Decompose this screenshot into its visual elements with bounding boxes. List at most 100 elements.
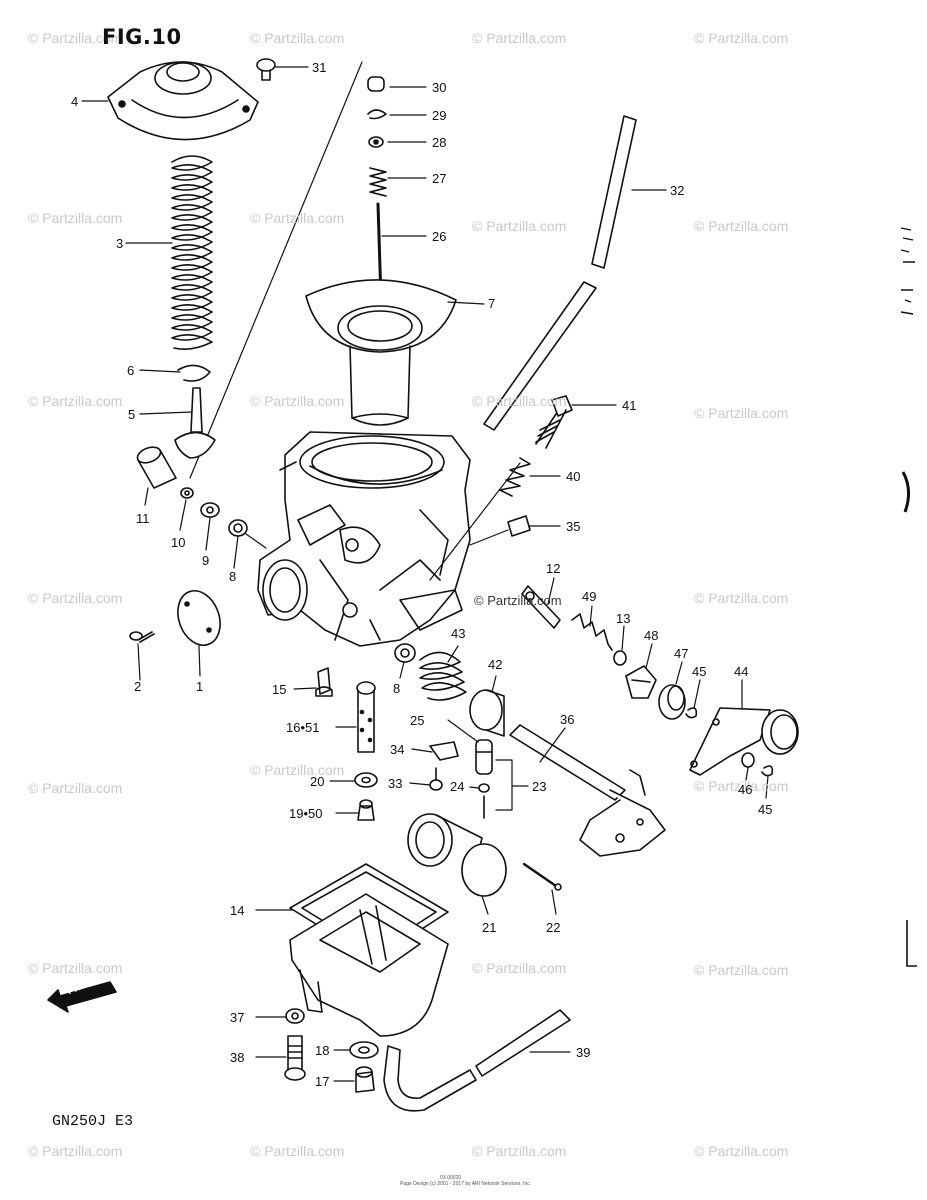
callout-31: 31: [312, 60, 327, 75]
callout-14: 14: [230, 903, 245, 918]
part-11-cap: [136, 446, 177, 489]
part-49-spring: [571, 613, 613, 651]
callout-30: 30: [432, 80, 447, 95]
callout-12: 12: [546, 561, 561, 576]
callout-27: 27: [432, 171, 447, 186]
callout-33: 33: [388, 776, 403, 791]
part-15-screw: [315, 667, 333, 697]
part-47-spacer: [658, 684, 686, 720]
part-37-washer: [285, 1008, 305, 1024]
callout-42: 42: [488, 657, 503, 672]
part-28-washer: [368, 136, 384, 148]
callout-41: 41: [622, 398, 637, 413]
part-25-valve: [475, 739, 493, 775]
part-42-cylinder: [469, 689, 505, 737]
part-32-tube: [483, 115, 637, 431]
part-29-clip: [367, 109, 387, 120]
callout-4: 4: [71, 94, 79, 109]
part-45-clip-upper: [685, 707, 698, 719]
part-21-floats: [407, 813, 507, 897]
guide-line: [189, 61, 363, 479]
part-43-spring: [419, 651, 467, 701]
part-44-lever: [689, 707, 799, 776]
callout-44: 44: [734, 664, 749, 679]
callout-1: 1: [196, 679, 204, 694]
callout-24: 24: [450, 779, 465, 794]
part-9-washer: [200, 502, 220, 518]
callout-8-upper: 8: [229, 569, 237, 584]
model-label: GN250J E3: [52, 1113, 134, 1130]
callout-29: 29: [432, 108, 447, 123]
part-48-plug: [625, 665, 657, 699]
callout-46: 46: [738, 782, 753, 797]
callout-45-upper: 45: [692, 664, 707, 679]
part-30-cap: [367, 76, 385, 92]
callout-43: 43: [451, 626, 466, 641]
callout-18: 18: [315, 1043, 330, 1058]
scan-edge-marks: [900, 227, 917, 967]
part-20-washer: [354, 772, 378, 788]
callout-49: 49: [582, 589, 597, 604]
part-19-50-jet: [357, 799, 375, 821]
callout-34: 34: [390, 742, 405, 757]
figure-title: FIG.10: [102, 25, 182, 49]
footer-copyright: Page Design (c) 2001 - 2017 by ARI Netwo…: [400, 1181, 532, 1187]
callout-48: 48: [644, 628, 659, 643]
part-8-washer-lower: [394, 643, 416, 663]
part-4-top-cover: [107, 61, 259, 141]
callout-20: 20: [310, 774, 325, 789]
callout-7: 7: [488, 296, 496, 311]
callout-23: 23: [532, 779, 547, 794]
part-17-screw: [355, 1066, 375, 1093]
part-8-washer-upper: [228, 519, 248, 537]
callout-2: 2: [134, 679, 142, 694]
part-31-screw: [256, 58, 276, 81]
callout-26: 26: [432, 229, 447, 244]
callout-10: 10: [171, 535, 186, 550]
part-24-oring: [478, 783, 490, 793]
part-45-clip-lower: [761, 765, 774, 777]
callout-37: 37: [230, 1010, 245, 1025]
callout-28: 28: [432, 135, 447, 150]
callout-38: 38: [230, 1050, 245, 1065]
callout-17: 17: [315, 1074, 330, 1089]
callout-8-lower: 8: [393, 681, 401, 696]
part-46-washer: [741, 752, 755, 768]
part-35-jet: [507, 515, 531, 537]
part-22-pin: [522, 862, 562, 891]
callout-6: 6: [127, 363, 135, 378]
part-7-diaphragm-piston: [305, 279, 457, 426]
part-12-rod: [521, 585, 561, 629]
part-16-51-tube: [356, 681, 376, 753]
callout-21: 21: [482, 920, 497, 935]
footer-code: 03-00020: [440, 1175, 462, 1181]
part-39-tube: [383, 1009, 571, 1112]
float-bowl: [289, 893, 449, 1037]
part-1-cover-plate: [177, 590, 221, 646]
callout-11: 11: [136, 511, 150, 526]
part-5-needle-holder: [174, 387, 216, 459]
part-36-lever-shaft: [509, 724, 666, 857]
part-13-oring: [613, 650, 627, 666]
callout-13: 13: [616, 611, 631, 626]
carburetor-body: [257, 431, 471, 647]
callout-5: 5: [128, 407, 136, 422]
callout-19-50: 19•50: [289, 806, 323, 821]
callout-22: 22: [546, 920, 561, 935]
callout-25: 25: [410, 713, 425, 728]
callout-16-51: 16•51: [286, 720, 320, 735]
part-40-spring: [499, 457, 531, 497]
leader-lines: [81, 66, 769, 1082]
callout-45-lower: 45: [758, 802, 773, 817]
part-6-clip: [177, 364, 211, 382]
callout-9: 9: [202, 553, 210, 568]
part-34-clip: [429, 741, 459, 761]
part-33-screw: [429, 767, 443, 791]
part-38-bolt: [284, 1035, 306, 1081]
part-41-bolt: [535, 395, 573, 449]
part-2-screw: [129, 631, 155, 643]
callout-35: 35: [566, 519, 581, 534]
fwd-arrow-shape: [47, 981, 117, 1013]
callout-40: 40: [566, 469, 581, 484]
